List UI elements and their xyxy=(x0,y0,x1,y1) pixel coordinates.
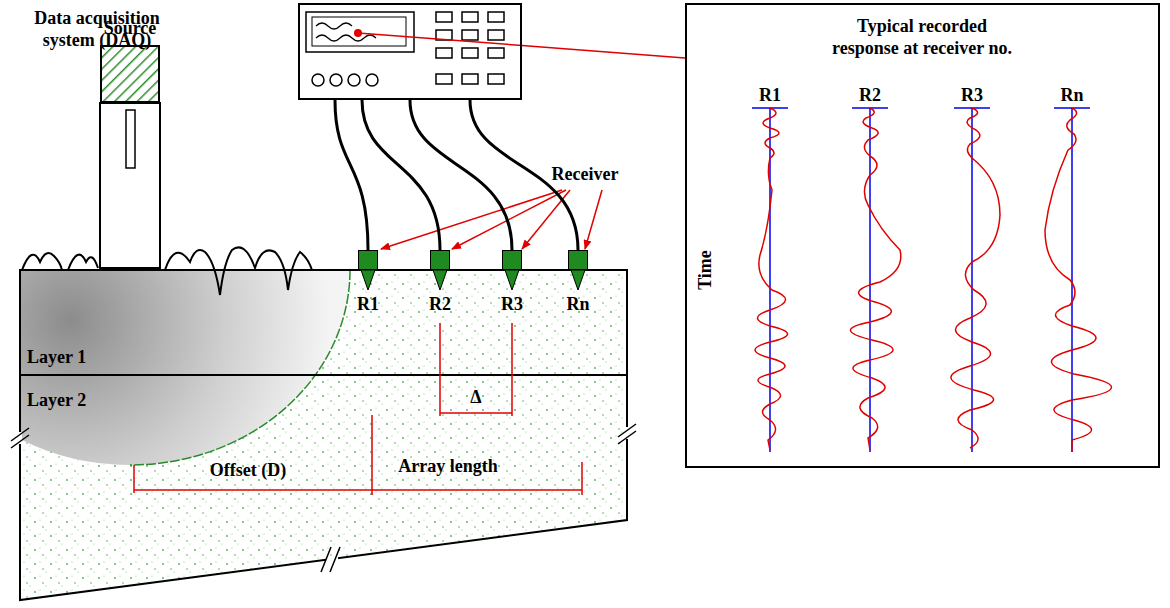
daq-knob xyxy=(330,74,342,86)
time-axis-label: Time xyxy=(694,250,716,290)
spacing-tick xyxy=(439,323,441,416)
offset-dimension: Offset (D) xyxy=(210,459,286,481)
daq-body xyxy=(298,3,522,100)
trace-label: R2 xyxy=(859,84,881,106)
daq-button xyxy=(488,30,504,40)
trace-axis xyxy=(869,108,871,452)
ground-base xyxy=(20,270,627,600)
trace-label: R1 xyxy=(759,84,781,106)
receiver: R3 xyxy=(502,250,522,270)
response-trace xyxy=(1045,108,1112,452)
screen-callout-line xyxy=(522,46,685,59)
layer-boundary xyxy=(20,374,627,376)
daq-button xyxy=(488,48,504,58)
response-panel: Typical recorded response at receiver no… xyxy=(685,3,1160,468)
trace-axes xyxy=(752,108,1090,452)
daq-button xyxy=(436,48,452,58)
response-trace xyxy=(755,108,788,450)
daq-button xyxy=(462,74,478,84)
spacing-tick xyxy=(511,323,513,416)
trace-label: Rn xyxy=(1060,84,1083,106)
offset-tick xyxy=(133,465,135,493)
spacing-line xyxy=(440,412,512,414)
daq-screen xyxy=(306,12,414,52)
receiver-label: R1 xyxy=(357,293,379,315)
spacing-dimension: Δ xyxy=(470,386,481,408)
receiver-label: Rn xyxy=(566,293,589,315)
break-line xyxy=(321,547,331,572)
dimension-lines xyxy=(134,323,582,495)
daq-button xyxy=(436,74,452,84)
daq-button xyxy=(462,12,478,22)
break-line xyxy=(618,431,636,444)
source-stem xyxy=(100,103,160,268)
daq-button xyxy=(436,12,452,22)
receiver-label: R3 xyxy=(501,293,523,315)
array-tick xyxy=(581,462,583,495)
daq-knob xyxy=(366,74,378,86)
array-length-dimension: Array length xyxy=(398,455,497,477)
daq-button xyxy=(488,12,504,22)
break-line xyxy=(11,435,29,448)
trace-label: R3 xyxy=(961,84,983,106)
surface-wave xyxy=(165,247,312,295)
receiver: R2 xyxy=(430,250,450,270)
receiver-cable xyxy=(362,100,440,250)
receiver-spike xyxy=(505,270,519,290)
daq-button xyxy=(462,48,478,58)
callout-arrow xyxy=(585,190,602,249)
daq-knob xyxy=(348,74,360,86)
receiver-spike xyxy=(361,270,375,290)
screen-dot xyxy=(354,29,362,37)
receiver-callout: Receiver xyxy=(552,163,619,185)
daq-knob xyxy=(312,74,324,86)
response-traces xyxy=(755,108,1112,452)
daq-button xyxy=(488,74,504,84)
daq-buttons xyxy=(312,12,504,86)
receiver-arrows xyxy=(381,190,602,249)
source-box: Source xyxy=(100,45,160,103)
layer-label: Layer 2 xyxy=(27,389,86,411)
callout-arrow xyxy=(452,190,566,249)
break-line xyxy=(330,547,340,572)
daq-button xyxy=(462,30,478,40)
break-line xyxy=(11,428,29,441)
source-slot xyxy=(126,110,135,168)
array-tick xyxy=(371,415,373,495)
wave-zone xyxy=(20,270,350,465)
ground-outline xyxy=(20,270,627,600)
receiver-cable xyxy=(335,100,368,250)
screen-trace xyxy=(316,23,376,41)
daq-unit: Data acquisition system (DAQ) xyxy=(298,3,522,100)
receiver-label: R2 xyxy=(429,293,451,315)
ground-speckle xyxy=(20,270,627,600)
array-line xyxy=(372,489,582,491)
source-mass xyxy=(100,45,160,103)
screen-leader xyxy=(358,33,522,46)
receiver: Rn xyxy=(568,250,588,270)
panel-ground xyxy=(685,3,1160,468)
callout-arrow xyxy=(381,190,562,249)
receiver-spike xyxy=(433,270,447,290)
break-marks xyxy=(11,424,636,572)
panel-title: Typical recorded response at receiver no… xyxy=(826,15,1018,59)
receiver-spikes xyxy=(361,270,585,290)
response-trace xyxy=(951,108,1000,448)
receiver: R1 xyxy=(358,250,378,270)
source-label: Source xyxy=(104,17,157,39)
response-trace xyxy=(850,108,900,450)
break-line xyxy=(618,424,636,437)
receiver-cable xyxy=(410,100,512,250)
offset-line xyxy=(134,489,372,491)
surface-wave xyxy=(22,253,98,270)
trace-axis xyxy=(971,108,973,452)
daq-screen-inner xyxy=(312,17,406,46)
receiver-spike xyxy=(571,270,585,290)
layer-label: Layer 1 xyxy=(27,346,86,368)
wave-front xyxy=(130,270,350,465)
